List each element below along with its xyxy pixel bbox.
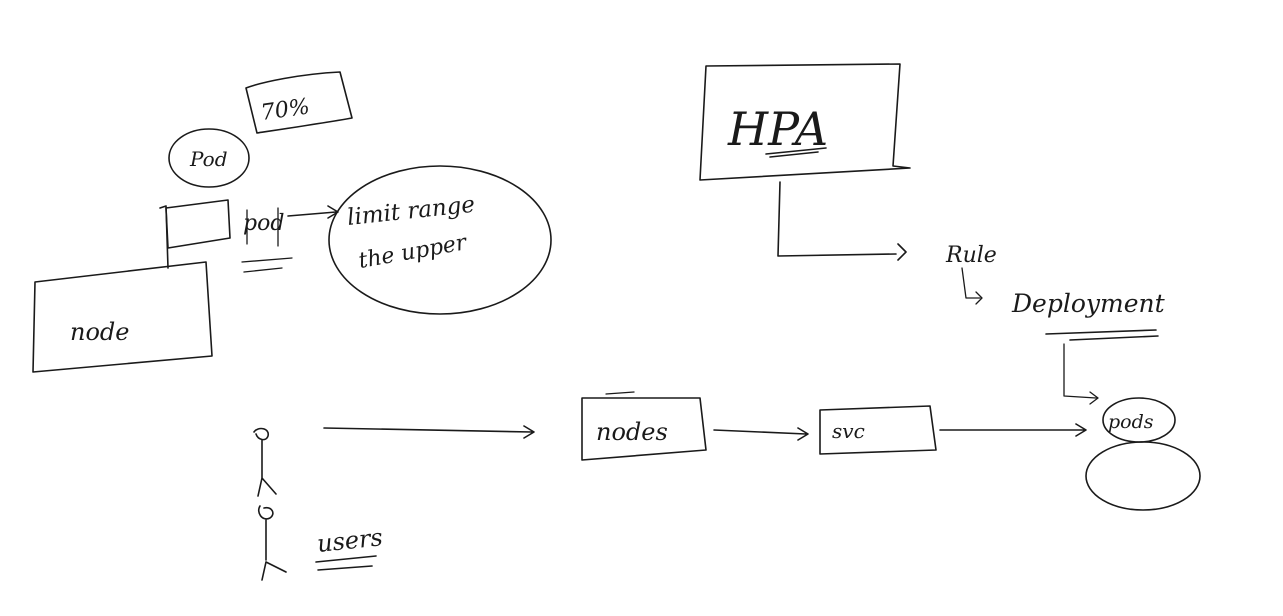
deployment-to-pods-line (1063, 343, 1099, 405)
limit-label-1: limit range (346, 192, 476, 231)
users-label: users (316, 523, 384, 558)
limit-circle (328, 165, 552, 315)
arrow-users-to-nodes (323, 425, 535, 439)
hpa-box (699, 63, 911, 181)
pod-small-bracket (246, 207, 279, 247)
nodes-box (581, 397, 707, 461)
pod-rect (165, 199, 231, 249)
node-label: node (70, 318, 129, 346)
deployment-label: Deployment (1011, 289, 1166, 318)
limit-label-2: the upper (357, 230, 470, 274)
hpa-underline (765, 147, 827, 158)
node-box (32, 261, 213, 373)
hpa-label: HPA (727, 102, 828, 156)
nodes-label: nodes (596, 418, 668, 446)
deployment-underline (1045, 329, 1159, 341)
rule-to-deployment-line (961, 267, 983, 305)
pods-circle-bottom (1085, 441, 1201, 511)
arrow-svc-to-pods (939, 423, 1087, 437)
pods-label: pods (1108, 411, 1154, 433)
pod-rect-stem (159, 205, 169, 269)
hpa-to-rule-line (777, 181, 907, 261)
svc-box (819, 405, 937, 455)
percent-label: 70% (259, 94, 311, 126)
percent-box (245, 71, 353, 134)
pod-circle-label: Pod (189, 147, 228, 171)
arrow-nodes-to-svc (713, 427, 809, 441)
rule-label: Rule (945, 243, 997, 268)
user-figure (253, 427, 287, 581)
arrow-pod-to-limit (287, 205, 339, 219)
users-underline (315, 555, 377, 571)
svc-label: svc (832, 419, 865, 443)
pod-underline (241, 257, 293, 273)
nodes-box-top (605, 391, 635, 395)
pod-circle (168, 128, 250, 188)
